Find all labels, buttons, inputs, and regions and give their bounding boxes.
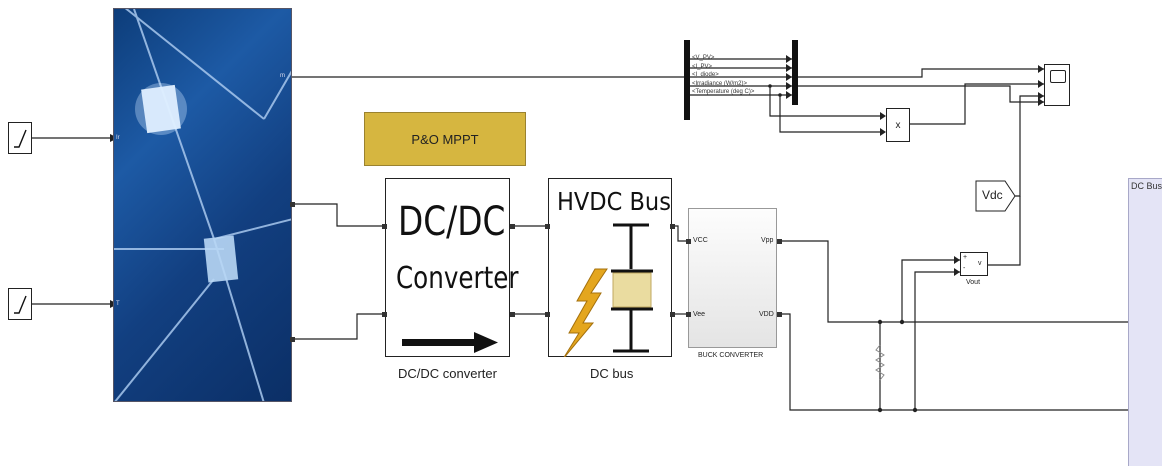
product-block[interactable]: x (886, 108, 910, 142)
bus-signal-ipv: <I_PV> (692, 63, 713, 70)
voltage-sensor-block[interactable]: + - v (960, 252, 988, 276)
dcdc-out-plus-port (510, 224, 515, 229)
buck-vcc-port (686, 239, 691, 244)
dc-bus-panel[interactable]: DC Bus (1128, 178, 1162, 466)
buck-port-vdd: VDD (759, 311, 774, 318)
buck-port-vee: Vee (693, 311, 706, 318)
solar-panel-image (114, 9, 291, 401)
dcdc-converter-block[interactable]: DC/DC Converter (385, 178, 519, 357)
hvdc-bus-block[interactable]: HVDC Bus (548, 178, 672, 357)
dcdc-caption: DC/DC converter (398, 366, 497, 381)
buck-caption: BUCK CONVERTER (698, 352, 764, 359)
bus-signal-irradiance: <Irradiance (W/m2)> (692, 80, 748, 87)
goto-vdc-label: Vdc (982, 188, 1003, 202)
buck-port-vpp: Vpp (761, 237, 774, 244)
dcdc-title-line1: DC/DC (398, 199, 506, 245)
sensor-plus-sign: + (963, 254, 968, 261)
product-label: x (895, 119, 901, 131)
mppt-block[interactable]: P&O MPPT (364, 112, 526, 166)
port-label-m: m (280, 73, 285, 79)
dcdc-title-line2: Converter (396, 261, 519, 296)
port-label-t: T (116, 301, 120, 307)
dcdc-out-minus-port (510, 312, 515, 317)
pv-array-block[interactable]: Ir T m (113, 8, 292, 402)
buck-converter-block[interactable]: VCC Vee Vpp VDD (688, 208, 777, 348)
bus-signal-idiode: <I_diode> (692, 72, 719, 79)
hvdc-out-minus-port (670, 312, 675, 317)
pv-plus-port (290, 202, 295, 207)
ramp-source-temperature[interactable] (8, 288, 32, 320)
pv-minus-port (290, 337, 295, 342)
bus-creator-bar[interactable] (792, 40, 798, 105)
hvdc-caption: DC bus (590, 366, 634, 381)
ramp-icon (14, 295, 27, 314)
hvdc-in-minus-port (545, 312, 550, 317)
dcdc-in-minus-port (382, 312, 387, 317)
vout-caption: Vout (966, 279, 981, 286)
ramp-icon (14, 129, 27, 148)
buck-vdd-port (777, 312, 782, 317)
bus-signal-vpv: <V_PV> (692, 55, 715, 61)
capacitor-lightning-icon (563, 223, 653, 357)
goto-vdc-tag[interactable] (975, 180, 1017, 212)
scope-block[interactable] (1044, 64, 1070, 106)
bus-selector-bar[interactable] (684, 40, 690, 120)
hvdc-out-plus-port (670, 224, 675, 229)
ramp-source-irradiance[interactable] (8, 122, 32, 154)
hvdc-title: HVDC Bus (557, 187, 671, 216)
buck-vee-port (686, 312, 691, 317)
port-label-ir: Ir (116, 135, 120, 141)
bus-signal-list: <V_PV> <I_PV> <I_diode> <Irradiance (W/m… (692, 54, 754, 97)
buck-port-vcc: VCC (693, 237, 708, 244)
hvdc-in-plus-port (545, 224, 550, 229)
arrow-right-icon (402, 332, 498, 353)
mppt-label: P&O MPPT (411, 131, 479, 147)
sensor-v-label: v (978, 260, 982, 267)
bus-signal-temperature: <Temperature (deg C)> (692, 89, 755, 96)
sensor-minus-sign: - (963, 265, 966, 272)
dcdc-in-plus-port (382, 224, 387, 229)
dc-bus-label: DC Bus (1131, 181, 1162, 191)
buck-vpp-port (777, 239, 782, 244)
scope-screen-icon (1050, 70, 1066, 83)
